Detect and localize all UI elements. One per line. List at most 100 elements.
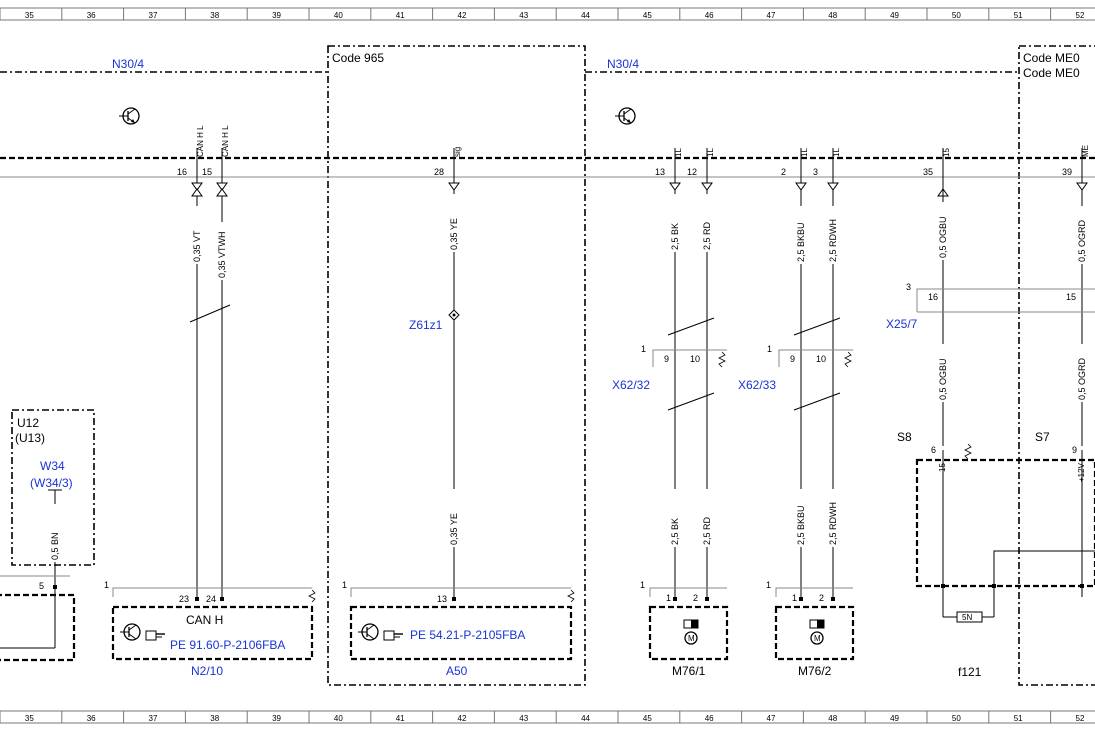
wire-color-label: 0,35 VT [192, 230, 202, 262]
m76-2-motor: 1 1 2 M [766, 580, 855, 661]
ecu-pin: 31L [813, 148, 841, 196]
grid-column-label: 38 [210, 714, 219, 723]
n2-10-label[interactable]: N2/10 [191, 664, 223, 678]
wire-color-label: 0,5 OGBU [938, 358, 948, 400]
svg-text:9: 9 [1072, 445, 1077, 455]
w34-3-label[interactable]: (W34/3) [30, 476, 73, 490]
grid-column-label: 47 [767, 11, 776, 20]
grid-column-label: 42 [458, 11, 467, 20]
z61z1-label[interactable]: Z61z1 [409, 318, 443, 332]
code-965-label: Code 965 [332, 51, 384, 65]
s8-label: S8 [897, 430, 912, 444]
pin-signal: 1L [800, 148, 809, 157]
ecu-pin: 35 15 [923, 148, 951, 197]
a50-label[interactable]: A50 [446, 664, 468, 678]
wire-color-label: 0,35 YE [449, 218, 459, 250]
connector-x25-7: 3 16 15 [906, 282, 1095, 313]
grid-column-label: 49 [890, 714, 899, 723]
grid-column-label: 45 [643, 714, 652, 723]
pin-number: 12 [687, 167, 697, 177]
f121-label: f121 [958, 665, 982, 679]
s7-label: S7 [1035, 430, 1050, 444]
grid-column-label: 35 [25, 11, 34, 20]
grid-column-label: 44 [581, 11, 590, 20]
switch-pins: 6 9 15 +12V [931, 443, 1095, 618]
grid-column-label: 37 [149, 11, 158, 20]
svg-text:5: 5 [39, 581, 44, 591]
grid-column-label: 44 [581, 714, 590, 723]
svg-text:10: 10 [816, 354, 826, 364]
grid-column-label: 35 [25, 714, 34, 723]
transistor-icon [120, 623, 141, 641]
svg-text:1: 1 [342, 580, 347, 590]
pin-number: 3 [813, 167, 818, 177]
wire-color-label: 2,5 BK [670, 518, 680, 545]
n30-4-right-label[interactable]: N30/4 [607, 57, 639, 71]
grid-column-label: 48 [828, 714, 837, 723]
transistor-icon [358, 623, 379, 641]
grid-column-label: 41 [396, 11, 405, 20]
transistor-icon[interactable] [615, 107, 636, 125]
svg-text:1: 1 [640, 580, 645, 590]
grid-column-label: 38 [210, 11, 219, 20]
svg-text:1: 1 [666, 593, 671, 603]
n30-4-left-label[interactable]: N30/4 [112, 57, 144, 71]
w34-label[interactable]: W34 [40, 459, 65, 473]
switch-module-box [915, 458, 1095, 588]
grid-column-label: 42 [458, 714, 467, 723]
svg-text:2: 2 [693, 593, 698, 603]
bottom-grid-ruler [0, 710, 1095, 724]
grid-column-label: 43 [519, 11, 528, 20]
pin-signal: 15 [942, 148, 951, 157]
pointing-hand-icon[interactable] [383, 630, 403, 641]
wire-color-label: 2,5 RD [702, 516, 712, 545]
wire-color-label: 2,5 RDWH [828, 219, 838, 262]
svg-text:6: 6 [931, 445, 936, 455]
grid-column-label: 40 [334, 11, 343, 20]
transistor-icon[interactable] [119, 107, 140, 125]
m76-1-motor: 1 1 2 M [640, 580, 729, 661]
pointing-hand-icon[interactable] [145, 630, 165, 641]
svg-text:1: 1 [104, 580, 109, 590]
wire-color-label: 0,5 BN [50, 532, 60, 560]
grid-column-label: 41 [396, 714, 405, 723]
splice-icon [448, 309, 460, 321]
ecu-pin: 12 1L [687, 148, 715, 196]
left-edge-connector: 5 [0, 575, 76, 662]
grid-column-label: 36 [87, 11, 96, 20]
code-me-label-1: Code ME0 [1023, 51, 1080, 65]
pin-number: 2 [781, 167, 786, 177]
svg-text:2: 2 [819, 593, 824, 603]
svg-text:10: 10 [690, 354, 700, 364]
wire-color-label: 0,5 OGRD [1077, 219, 1087, 262]
code-me-frame [1018, 45, 1095, 686]
x25-7-label[interactable]: X25/7 [886, 317, 918, 331]
grid-column-label: 39 [272, 11, 281, 20]
wire-color-label: 0,5 OGBU [938, 216, 948, 258]
pin-number: 39 [1062, 167, 1072, 177]
wire-color-label: 0,35 VTWH [217, 231, 227, 278]
svg-text:13: 13 [437, 594, 447, 604]
svg-text:1: 1 [792, 593, 797, 603]
wire-color-label: 2,5 BKBU [796, 222, 806, 262]
pin-number: 35 [923, 167, 933, 177]
pe-54-21-link[interactable]: PE 54.21-P-2105FBA [410, 628, 525, 642]
grid-column-label: 51 [1014, 11, 1023, 20]
x62-32-label[interactable]: X62/32 [612, 378, 650, 392]
pin-signal: 1L [706, 148, 715, 157]
x62-33-label[interactable]: X62/33 [738, 378, 776, 392]
pe-91-60-link[interactable]: PE 91.60-P-2106FBA [170, 638, 285, 652]
pin-number: 13 [655, 167, 665, 177]
svg-text:9: 9 [664, 354, 669, 364]
can-h-label: CAN H [186, 613, 223, 627]
svg-text:3: 3 [906, 282, 911, 292]
pin-marks-bottom [53, 584, 1084, 601]
pin-signal: 1L [674, 148, 683, 157]
grid-column-label: 36 [87, 714, 96, 723]
code-me-label-2: Code ME0 [1023, 66, 1080, 80]
